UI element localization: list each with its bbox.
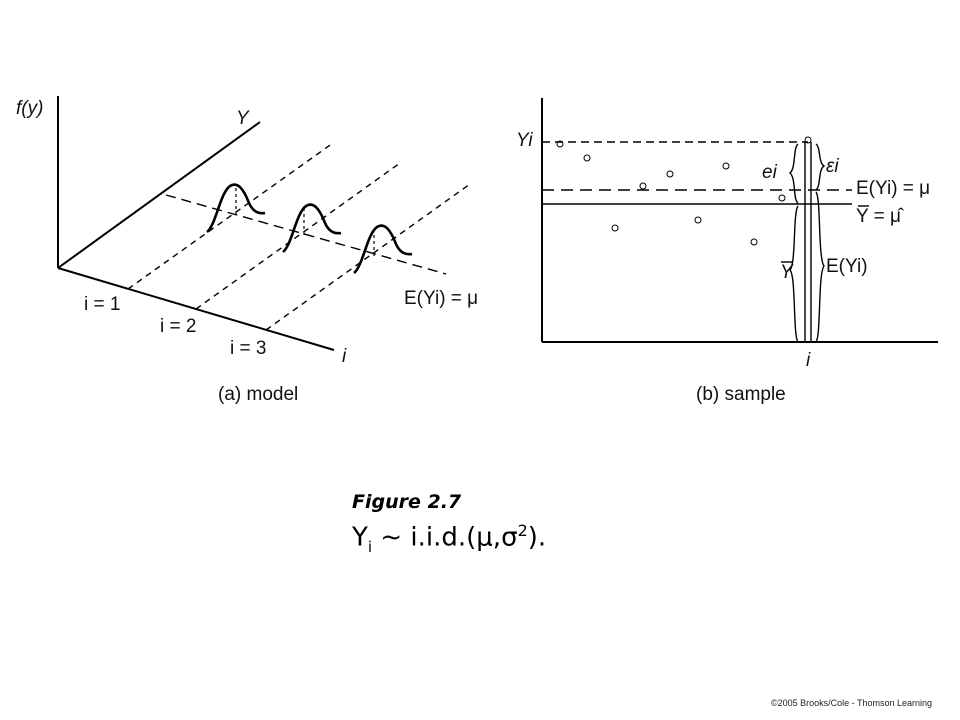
b-point <box>639 182 647 190</box>
a-mean-line <box>165 194 447 275</box>
a-guide-3 <box>265 183 471 331</box>
a-caption: (a) model <box>218 384 298 405</box>
b-point <box>666 170 674 178</box>
figure-formula: Yi ~ i.i.d.(μ,σ2). <box>352 514 546 564</box>
formula-y: Y <box>352 522 368 553</box>
a-index-1: i = 1 <box>84 294 120 315</box>
b-label-yi: Yi <box>516 130 533 151</box>
b-brace-epsilon <box>815 143 826 191</box>
a-density-1 <box>206 183 266 234</box>
b-point <box>694 216 702 224</box>
panel-a-model <box>57 96 471 351</box>
b-caption: (b) sample <box>696 384 786 405</box>
b-label-i: i <box>806 350 811 371</box>
b-point <box>778 194 786 202</box>
a-index-3: i = 3 <box>230 338 266 359</box>
b-point <box>722 162 730 170</box>
b-label-mean: E(Yi) = μ <box>856 178 930 199</box>
b-point <box>583 154 591 162</box>
b-label-sample-mean: Y = μ̂ <box>856 206 905 227</box>
formula-sup: 2 <box>517 521 528 540</box>
b-label-expect: E(Yi) <box>826 256 868 277</box>
a-density-3 <box>353 224 413 275</box>
a-guide-1 <box>127 142 334 290</box>
b-label-epsilon: εi <box>826 156 839 177</box>
b-brace-ei <box>788 143 799 204</box>
b-point <box>556 140 564 148</box>
b-brace-ybar <box>789 205 799 343</box>
b-point <box>611 224 619 232</box>
b-brace-expect <box>815 191 825 343</box>
a-density-2 <box>282 203 342 254</box>
figure-caption: Figure 2.7 Yi ~ i.i.d.(μ,σ2). <box>352 490 546 564</box>
a-guide-2 <box>195 162 401 310</box>
panel-b-sample <box>541 98 938 343</box>
formula-end: ). <box>527 522 547 553</box>
a-label-f: f(y) <box>16 98 43 119</box>
b-point <box>750 238 758 246</box>
a-y-axis <box>57 121 261 269</box>
formula-sub: i <box>367 537 373 556</box>
a-label-y: Y <box>236 108 250 129</box>
a-mean-label: E(Yi) = μ <box>404 288 478 309</box>
copyright-notice: ©2005 Brooks/Cole - Thomson Learning <box>770 698 932 708</box>
b-point <box>804 136 812 144</box>
figure-title: Figure 2.7 <box>352 491 462 513</box>
a-index-2: i = 2 <box>160 316 196 337</box>
b-label-ei: ei <box>762 162 778 183</box>
formula-rest: ~ i.i.d.(μ,σ <box>372 522 518 553</box>
b-label-ybar: Y <box>780 262 794 283</box>
a-label-i: i <box>342 346 347 367</box>
